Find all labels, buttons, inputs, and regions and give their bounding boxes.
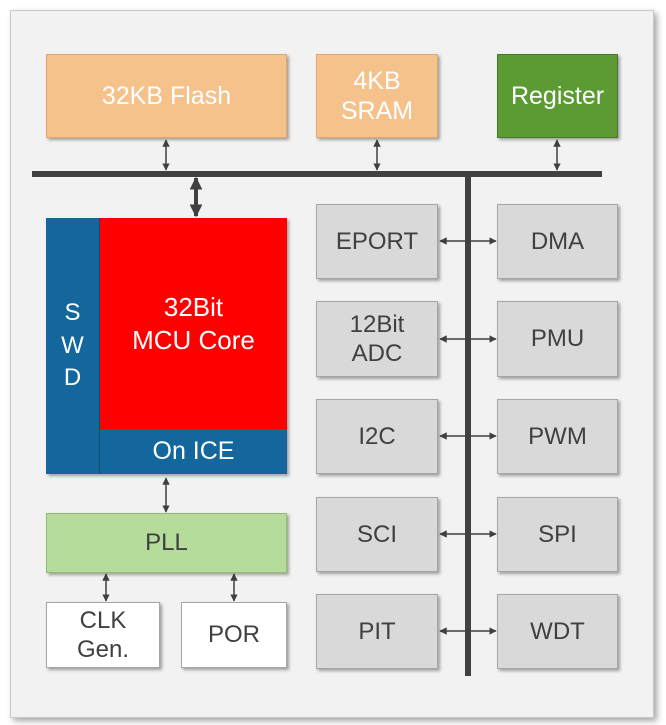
dma-block: DMA [497, 204, 618, 279]
mcu-core-group: S W D 32Bit MCU Core On ICE [46, 218, 287, 474]
wdt-block: WDT [497, 594, 618, 669]
por-block: POR [181, 602, 287, 668]
flash-block: 32KB Flash [46, 54, 287, 138]
swd-letter-s: S [64, 299, 81, 327]
mcu-core-block: 32Bit MCU Core [100, 218, 287, 429]
on-ice-block: On ICE [100, 429, 287, 474]
clk-gen-block: CLK Gen. [46, 602, 160, 668]
pmu-block: PMU [497, 301, 618, 377]
pll-block: PLL [46, 513, 287, 573]
sram-block: 4KB SRAM [316, 54, 438, 138]
pit-block: PIT [316, 594, 438, 669]
sci-block: SCI [316, 497, 438, 572]
register-block: Register [497, 54, 618, 138]
pwm-block: PWM [497, 399, 618, 474]
spi-block: SPI [497, 497, 618, 572]
adc-block: 12Bit ADC [316, 301, 438, 377]
swd-block: S W D [46, 218, 100, 474]
eport-block: EPORT [316, 204, 438, 279]
i2c-block: I2C [316, 399, 438, 474]
swd-letter-w: W [61, 331, 84, 359]
swd-letter-d: D [63, 364, 82, 392]
